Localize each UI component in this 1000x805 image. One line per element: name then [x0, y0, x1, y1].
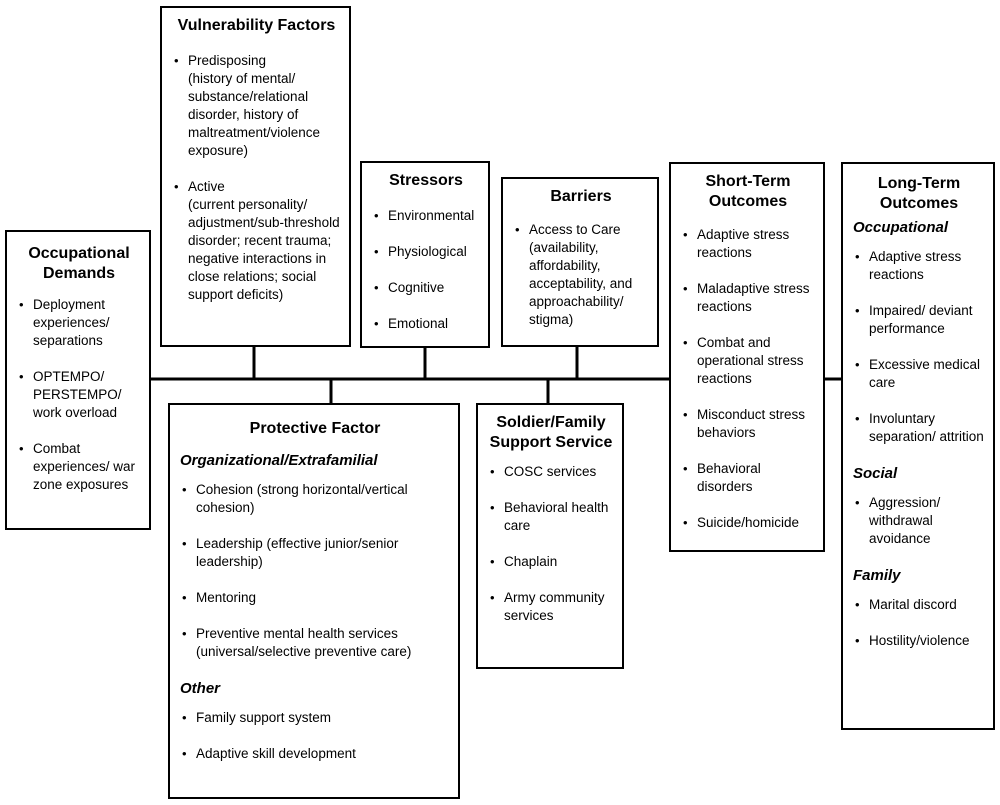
list-item: Misconduct stress behaviors	[681, 406, 815, 442]
barriers-title: Barriers	[550, 188, 612, 205]
long-term-outcomes-title: Long-Term Outcomes	[877, 175, 961, 212]
list-item: Deployment experiences/ separations	[17, 296, 141, 350]
list-item: Behavioral health care	[488, 499, 614, 535]
active-detail: (current personality/ adjustment/sub-thr…	[188, 197, 340, 302]
active-label: Active	[188, 179, 225, 194]
long-term-section-social: Social	[853, 465, 898, 482]
access-to-care-label: Access to Care	[529, 222, 621, 237]
list-item: Active (current personality/ adjustment/…	[172, 178, 341, 304]
vulnerability-factors-title: Vulnerability Factors	[177, 17, 336, 34]
list-item: Leadership (effective junior/senior lead…	[180, 535, 450, 571]
list-item: Cognitive	[372, 279, 480, 297]
short-term-outcomes-title: Short-Term Outcomes	[705, 173, 791, 210]
list-item: Hostility/violence	[853, 632, 985, 650]
predisposing-detail: (history of mental/ substance/relational…	[188, 71, 321, 158]
protective-factor-box: Protective Factor Organizational/Extrafa…	[168, 403, 460, 799]
list-item: Maladaptive stress reactions	[681, 280, 815, 316]
list-item: Army community services	[488, 589, 614, 625]
list-item: Emotional	[372, 315, 480, 333]
list-item: Preventive mental health services (unive…	[180, 625, 450, 661]
list-item: Mentoring	[180, 589, 450, 607]
list-item: Combat and operational stress reactions	[681, 334, 815, 388]
list-item: Aggression/ withdrawal avoidance	[853, 494, 985, 548]
list-item: Adaptive skill development	[180, 745, 450, 763]
list-item: Physiological	[372, 243, 480, 261]
access-to-care-detail: (availability, affordability, acceptabil…	[529, 240, 633, 327]
list-item: COSC services	[488, 463, 614, 481]
list-item: Impaired/ deviant performance	[853, 302, 985, 338]
list-item: Adaptive stress reactions	[853, 248, 985, 284]
protective-section-other: Other	[180, 680, 221, 697]
long-term-section-family: Family	[853, 567, 901, 584]
list-item: Access to Care (availability, affordabil…	[513, 221, 649, 329]
list-item: Cohesion (strong horizontal/vertical coh…	[180, 481, 450, 517]
list-item: Chaplain	[488, 553, 614, 571]
occupational-demands-title: Occupational Demands	[28, 245, 130, 282]
support-service-box: Soldier/Family Support Service COSC serv…	[476, 403, 624, 669]
list-item: OPTEMPO/ PERSTEMPO/ work overload	[17, 368, 141, 422]
list-item: Adaptive stress reactions	[681, 226, 815, 262]
list-item: Excessive medical care	[853, 356, 985, 392]
list-item: Behavioral disorders	[681, 460, 815, 496]
list-item: Suicide/homicide	[681, 514, 815, 532]
list-item: Marital discord	[853, 596, 985, 614]
list-item: Combat experiences/ war zone exposures	[17, 440, 141, 494]
long-term-section-occupational: Occupational	[853, 219, 949, 236]
vulnerability-factors-box: Vulnerability Factors Predisposing (hist…	[160, 6, 351, 347]
protective-section-organizational: Organizational/Extrafamilial	[180, 452, 378, 469]
barriers-box: Barriers Access to Care (availability, a…	[501, 177, 659, 347]
occupational-demands-box: Occupational Demands Deployment experien…	[5, 230, 151, 530]
stressors-title: Stressors	[389, 172, 463, 189]
protective-factor-title: Protective Factor	[249, 420, 381, 437]
support-service-title: Soldier/Family Support Service	[489, 414, 613, 451]
short-term-outcomes-box: Short-Term Outcomes Adaptive stress reac…	[669, 162, 825, 552]
list-item: Involuntary separation/ attrition	[853, 410, 985, 446]
stressors-box: Stressors Environmental Physiological Co…	[360, 161, 490, 348]
list-item: Predisposing (history of mental/ substan…	[172, 52, 341, 160]
long-term-outcomes-box: Long-Term Outcomes Occupational Adaptive…	[841, 162, 995, 730]
predisposing-label: Predisposing	[188, 53, 267, 68]
list-item: Environmental	[372, 207, 480, 225]
list-item: Family support system	[180, 709, 450, 727]
